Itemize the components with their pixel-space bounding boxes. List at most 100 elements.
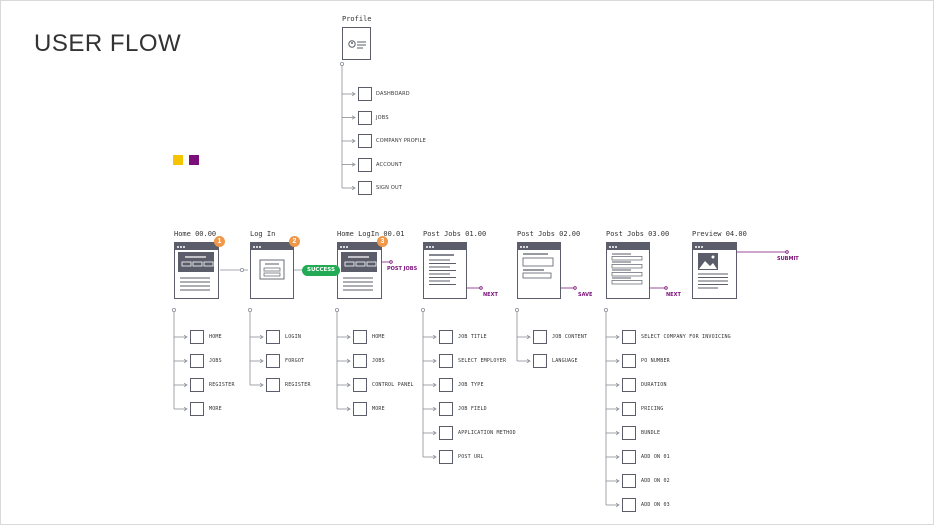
arrowhead xyxy=(615,454,620,460)
legend-swatch-purple xyxy=(189,155,199,165)
screen-item-label: HOME xyxy=(209,334,222,340)
arrowhead xyxy=(346,358,351,364)
screen-item-label: JOBS xyxy=(372,358,385,364)
success-tag: SUCCESS xyxy=(302,265,340,276)
profile-item-box[interactable] xyxy=(358,181,372,195)
arrowhead xyxy=(432,430,437,436)
arrowhead xyxy=(432,406,437,412)
screen-item-box[interactable] xyxy=(266,330,280,344)
screen-item-label: SELECT EMPLOYER xyxy=(458,358,507,364)
arrowhead xyxy=(351,138,356,144)
screen-item-box[interactable] xyxy=(353,402,367,416)
arrowhead xyxy=(615,406,620,412)
screen-item-label: MORE xyxy=(209,406,222,412)
arrowhead xyxy=(615,334,620,340)
screen-item-box[interactable] xyxy=(439,378,453,392)
arrowhead xyxy=(351,185,356,191)
window-titlebar xyxy=(607,243,649,250)
screen-item-label: REGISTER xyxy=(209,382,235,388)
screen-wireframe[interactable] xyxy=(337,242,382,299)
wireframe-content xyxy=(611,253,643,285)
screen-item-box[interactable] xyxy=(190,354,204,368)
screen-item-box[interactable] xyxy=(439,402,453,416)
profile-item-label: ACCOUNT xyxy=(376,161,403,168)
screen-item-label: REGISTER xyxy=(285,382,311,388)
step-badge: 2 xyxy=(289,236,300,247)
legend-swatch-yellow xyxy=(173,155,183,165)
screen-item-box[interactable] xyxy=(439,354,453,368)
screen-item-box[interactable] xyxy=(622,378,636,392)
arrowhead xyxy=(615,478,620,484)
arrowhead xyxy=(183,382,188,388)
screen-item-box[interactable] xyxy=(353,330,367,344)
screen-item-box[interactable] xyxy=(622,450,636,464)
screen-item-label: LOGIN xyxy=(285,334,302,340)
screen-item-box[interactable] xyxy=(622,354,636,368)
profile-item-box[interactable] xyxy=(358,110,372,125)
screen-item-box[interactable] xyxy=(190,330,204,344)
window-titlebar xyxy=(518,243,560,250)
screen-item-label: BUNDLE xyxy=(641,430,661,436)
arrowhead xyxy=(615,430,620,436)
screen-item-label: ADD ON 01 xyxy=(641,454,670,460)
screen-item-box[interactable] xyxy=(533,354,547,368)
next-action-2: NEXT xyxy=(666,292,681,298)
screen-item-box[interactable] xyxy=(266,378,280,392)
wireframe-content xyxy=(178,252,214,291)
screen-wireframe[interactable] xyxy=(423,242,467,299)
screen-item-label: PO NUMBER xyxy=(641,358,670,364)
profile-item-box[interactable] xyxy=(358,134,372,148)
screen-item-box[interactable] xyxy=(439,426,453,440)
arrowhead xyxy=(259,334,264,340)
arrowhead xyxy=(526,334,531,340)
screen-item-label: ADD ON 02 xyxy=(641,478,670,484)
screen-wireframe[interactable] xyxy=(250,242,294,299)
profile-item-box[interactable] xyxy=(358,157,372,172)
arrowhead xyxy=(351,91,356,97)
screen-item-box[interactable] xyxy=(622,330,636,344)
screen-label: Preview 04.00 xyxy=(692,230,747,238)
screen-item-box[interactable] xyxy=(622,402,636,416)
screen-item-box[interactable] xyxy=(439,450,453,464)
screen-item-label: JOBS xyxy=(209,358,222,364)
screen-wireframe[interactable] xyxy=(692,242,737,299)
window-titlebar xyxy=(424,243,466,250)
screen-item-box[interactable] xyxy=(266,354,280,368)
screen-item-label: JOB FIELD xyxy=(458,406,487,412)
arrowhead xyxy=(346,382,351,388)
screen-item-label: SELECT COMPANY FOR INVOICING xyxy=(641,334,731,340)
step-badge: 3 xyxy=(377,236,388,247)
arrowhead xyxy=(346,406,351,412)
screen-item-box[interactable] xyxy=(533,330,547,344)
window-titlebar xyxy=(693,243,736,250)
window-titlebar xyxy=(175,243,218,250)
screen-item-box[interactable] xyxy=(353,378,367,392)
profile-screen[interactable] xyxy=(342,27,371,60)
window-titlebar xyxy=(251,243,293,250)
next-action-1: NEXT xyxy=(483,292,498,298)
screen-item-label: PRICING xyxy=(641,406,664,412)
screen-item-box[interactable] xyxy=(439,330,453,344)
screen-wireframe[interactable] xyxy=(517,242,561,299)
screen-wireframe[interactable] xyxy=(606,242,650,299)
screen-item-box[interactable] xyxy=(622,426,636,440)
arrowhead xyxy=(183,334,188,340)
arrowhead xyxy=(615,358,620,364)
arrowhead xyxy=(183,358,188,364)
screen-item-box[interactable] xyxy=(622,498,636,512)
screen-item-box[interactable] xyxy=(190,402,204,416)
profile-item-box[interactable] xyxy=(358,87,372,101)
screen-item-label: LANGUAGE xyxy=(552,358,578,364)
screen-item-box[interactable] xyxy=(353,354,367,368)
screen-item-box[interactable] xyxy=(622,474,636,488)
screen-item-label: HOME xyxy=(372,334,385,340)
screen-wireframe[interactable] xyxy=(174,242,219,299)
step-badge: 1 xyxy=(214,236,225,247)
screen-item-label: POST URL xyxy=(458,454,484,460)
screen-item-box[interactable] xyxy=(190,378,204,392)
arrowhead xyxy=(432,358,437,364)
screen-item-label: MORE xyxy=(372,406,385,412)
profile-item-label: DASHBOARD xyxy=(376,91,410,97)
arrowhead xyxy=(346,334,351,340)
